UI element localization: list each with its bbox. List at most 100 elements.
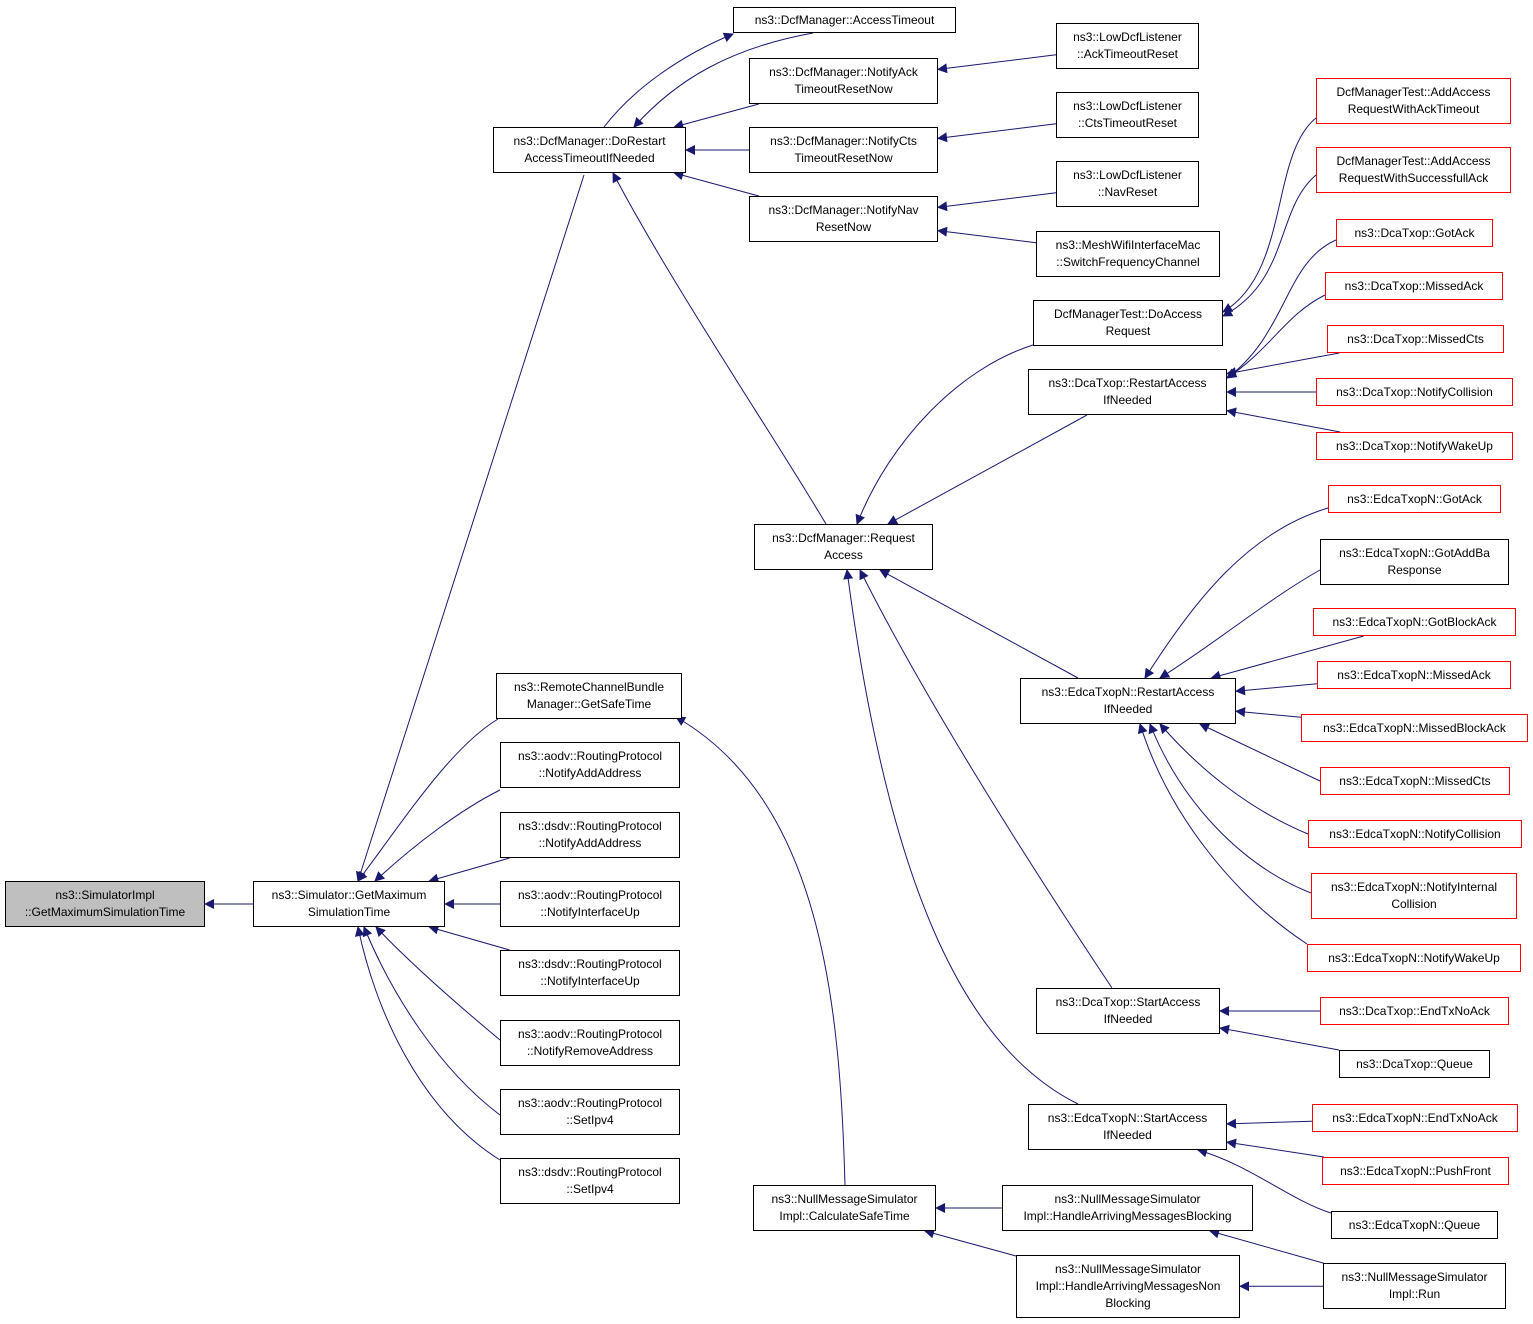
node-label-line: ns3::NullMessageSimulator [1341, 1270, 1488, 1284]
node-label-line: ns3::DcaTxop::NotifyCollision [1336, 384, 1493, 399]
node-ns3-dcatxop-endtxnoack[interactable]: ns3::DcaTxop::EndTxNoAck [1320, 997, 1509, 1025]
edge-edcarestart-to-requestaccess [879, 569, 1079, 679]
node-label-line: ns3::NullMessageSimulator [1054, 1262, 1202, 1276]
node-label-line: ns3::DcfManager::AccessTimeout [754, 12, 935, 27]
node-label-line: ns3::DcaTxop::RestartAccess [1048, 376, 1207, 390]
node-label-line: TimeoutResetNow [794, 82, 893, 96]
edge-edcaendtx-to-edcastart [1226, 1118, 1313, 1129]
edge-edcanotifycoll-to-edcarestart [1159, 723, 1309, 835]
node-label-line: ns3::NullMessageSimulator [771, 1192, 918, 1206]
edge-dsdvup-to-getmax [428, 924, 510, 951]
node-ns3-edcatxopn-missedcts[interactable]: ns3::EdcaTxopN::MissedCts [1320, 767, 1510, 795]
edge-aodvsetipv4-to-getmax [362, 926, 501, 1116]
node-ns3-edcatxopn-endtxnoack[interactable]: ns3::EdcaTxopN::EndTxNoAck [1312, 1104, 1518, 1132]
node-label-line: ns3::Simulator::GetMaximum [271, 888, 427, 902]
node-label-line: Access [824, 548, 863, 562]
node-label-line: ns3::EdcaTxopN::Queue [1348, 1217, 1481, 1232]
node-label-line: ns3::SimulatorImpl [55, 888, 155, 902]
node-label-line: ns3::DcaTxop::MissedAck [1344, 278, 1484, 293]
edge-edcamissedblock-to-edcarestart [1235, 707, 1302, 718]
edge-dcamissedack-to-dcarestart [1226, 294, 1326, 379]
edge-dcarestart-to-requestaccess [887, 414, 1088, 525]
node-label-line: ns3::EdcaTxopN::NotifyInternal [1330, 880, 1498, 894]
node-ns3-edcatxopn-missedack[interactable]: ns3::EdcaTxopN::MissedAck [1317, 661, 1511, 689]
node-ns3-lowdcflistener-acktimeoutreset[interactable]: ns3::LowDcfListener::AckTimeoutReset [1056, 23, 1199, 69]
edge-dorestart-to-getmax [355, 174, 585, 882]
node-ns3-dcatxop-missedack[interactable]: ns3::DcaTxop::MissedAck [1325, 272, 1503, 300]
node-label-line: ns3::DcaTxop::MissedCts [1347, 331, 1484, 346]
node-ns3-edcatxopn-pushfront[interactable]: ns3::EdcaTxopN::PushFront [1322, 1157, 1509, 1185]
node-label-line: DcfManagerTest::DoAccess [1053, 307, 1203, 321]
node-ns3-aodv-routingprotocol-notifyinterfaceup[interactable]: ns3::aodv::RoutingProtocol::NotifyInterf… [500, 881, 680, 927]
node-label-line: ns3::LowDcfListener [1073, 99, 1182, 113]
node-label-line: ns3::dsdv::RoutingProtocol [518, 1165, 662, 1179]
node-ns3-dcfmanager-accesstimeout[interactable]: ns3::DcfManager::AccessTimeout [733, 7, 956, 33]
node-ns3-dcatxop-queue[interactable]: ns3::DcaTxop::Queue [1339, 1050, 1490, 1078]
node-label-line: ns3::DcfManager::NotifyNav [768, 203, 919, 217]
node-label-line: ns3::DcaTxop::Queue [1356, 1056, 1473, 1071]
node-ns3-meshwifiinterfacemac-switchfrequencychannel[interactable]: ns3::MeshWifiInterfaceMac::SwitchFrequen… [1036, 231, 1220, 277]
node-label-line: ::NotifyAddAddress [538, 766, 642, 780]
node-ns3-dcatxop-gotack[interactable]: ns3::DcaTxop::GotAck [1336, 219, 1493, 247]
node-ns3-edcatxopn-notifycollision[interactable]: ns3::EdcaTxopN::NotifyCollision [1308, 820, 1522, 848]
node-label-line: TimeoutResetNow [794, 151, 893, 165]
node-label-line: ::NotifyInterfaceUp [540, 905, 640, 919]
node-ns3-dsdv-routingprotocol-setipv4[interactable]: ns3::dsdv::RoutingProtocol::SetIpv4 [500, 1158, 680, 1204]
node-label-line: ns3::DcaTxop::GotAck [1354, 225, 1475, 240]
node-ns3-edcatxopn-notifywakeup[interactable]: ns3::EdcaTxopN::NotifyWakeUp [1307, 944, 1521, 972]
node-label-line: ns3::aodv::RoutingProtocol [517, 1096, 663, 1110]
edge-edcaaddba-to-edcarestart [1159, 569, 1321, 679]
node-label-line: ns3::EdcaTxopN::MissedAck [1337, 667, 1491, 682]
node-ns3-aodv-routingprotocol-setipv4[interactable]: ns3::aodv::RoutingProtocol::SetIpv4 [500, 1089, 680, 1135]
edge-lowack-to-notifyack [937, 54, 1057, 74]
node-label-line: ns3::aodv::RoutingProtocol [517, 888, 663, 902]
edge-nullnonblocking-to-nullsafe [924, 1228, 1017, 1257]
node-label-line: ns3::LowDcfListener [1073, 168, 1182, 182]
node-ns3-dsdv-routingprotocol-notifyinterfaceup[interactable]: ns3::dsdv::RoutingProtocol::NotifyInterf… [500, 950, 680, 996]
node-ns3-dcatxop-notifycollision[interactable]: ns3::DcaTxop::NotifyCollision [1316, 378, 1513, 406]
node-ns3-lowdcflistener-ctstimeoutreset[interactable]: ns3::LowDcfListener::CtsTimeoutReset [1056, 92, 1199, 138]
edge-testackto-to-testdoaccess [1222, 117, 1317, 313]
node-label-line: ns3::EdcaTxopN::PushFront [1340, 1163, 1491, 1178]
node-label-line: ::NotifyInterfaceUp [540, 974, 640, 988]
edge-remotebundle-to-getmax [357, 718, 499, 882]
node-ns3-dcatxop-missedcts[interactable]: ns3::DcaTxop::MissedCts [1327, 325, 1504, 353]
node-label-line: ns3::LowDcfListener [1073, 30, 1182, 44]
node-label-line: ::NotifyRemoveAddress [526, 1044, 654, 1058]
node-label-line: ns3::NullMessageSimulator [1054, 1192, 1201, 1206]
node-ns3-aodv-routingprotocol-notifyaddaddress[interactable]: ns3::aodv::RoutingProtocol::NotifyAddAdd… [500, 742, 680, 788]
node-ns3-edcatxopn-queue[interactable]: ns3::EdcaTxopN::Queue [1331, 1211, 1498, 1239]
node-ns3-edcatxopn-missedblockack[interactable]: ns3::EdcaTxopN::MissedBlockAck [1301, 714, 1528, 742]
node-label-line: IfNeeded [1103, 1012, 1153, 1026]
node-label-line: ns3::DcaTxop::NotifyWakeUp [1336, 438, 1493, 453]
node-ns3-dcatxop-notifywakeup[interactable]: ns3::DcaTxop::NotifyWakeUp [1316, 432, 1513, 460]
node-ns3-edcatxopn-gotack[interactable]: ns3::EdcaTxopN::GotAck [1328, 485, 1501, 513]
node-label-line: RequestWithSuccessfullAck [1338, 171, 1489, 185]
node-ns3-edcatxopn-gotblockack[interactable]: ns3::EdcaTxopN::GotBlockAck [1313, 608, 1516, 636]
node-ns3-aodv-routingprotocol-notifyremoveaddress[interactable]: ns3::aodv::RoutingProtocol::NotifyRemove… [500, 1020, 680, 1066]
node-ns3-lowdcflistener-navreset[interactable]: ns3::LowDcfListener::NavReset [1056, 161, 1199, 207]
node-ns3-dsdv-routingprotocol-notifyaddaddress[interactable]: ns3::dsdv::RoutingProtocol::NotifyAddAdd… [500, 812, 680, 858]
node-label-line: Response [1387, 563, 1442, 577]
edge-testdoaccess-to-requestaccess [855, 344, 1034, 525]
